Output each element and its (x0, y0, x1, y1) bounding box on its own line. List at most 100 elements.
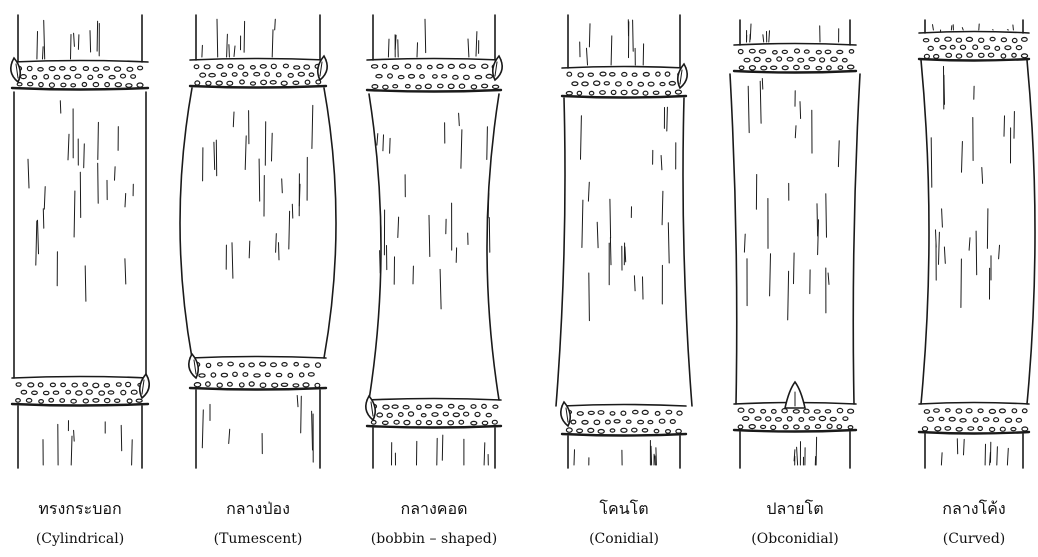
node-dot (950, 45, 955, 49)
node-dot (114, 67, 120, 71)
node-dot (260, 362, 266, 366)
node-dot (989, 409, 995, 413)
node-dot (66, 390, 71, 394)
fiber-stroke (933, 25, 934, 30)
node-dot (388, 74, 393, 78)
fiber-stroke (982, 168, 983, 184)
node-dot (804, 409, 809, 413)
node-dot (1016, 46, 1021, 50)
node-dot (990, 428, 995, 432)
node-dot (276, 373, 281, 376)
fiber-stroke (229, 45, 230, 57)
fiber-stroke (588, 182, 589, 201)
node-dot (578, 73, 583, 77)
node-dot (949, 417, 955, 421)
label-english-obconidial: (Obconidial) (751, 530, 838, 548)
node-dot (17, 83, 22, 86)
fiber-stroke (383, 135, 384, 151)
node-dot (27, 66, 32, 70)
node-dot (437, 421, 442, 425)
node-dot (76, 391, 82, 395)
node-dot (739, 66, 744, 70)
band-bottom-edge (12, 88, 148, 90)
fiber-stroke (85, 266, 86, 301)
node-dot (743, 417, 749, 421)
node-dot (643, 73, 649, 77)
fiber-stroke (259, 159, 260, 201)
node-dot (127, 67, 133, 71)
fiber-stroke (292, 204, 293, 218)
fiber-stroke (931, 138, 932, 188)
lower-stub (18, 406, 142, 468)
node-dot (211, 373, 216, 377)
node-dot (968, 427, 974, 430)
node-dot (627, 82, 632, 86)
node-dot (600, 91, 606, 95)
fiber-stroke (633, 20, 634, 51)
node-dot (16, 383, 21, 386)
node-dot (761, 410, 766, 414)
node-dot (945, 427, 951, 431)
node-dot (61, 383, 66, 387)
band-top-edge (190, 357, 326, 359)
fiber-stroke (770, 254, 771, 296)
node-dot (115, 399, 120, 402)
fiber-stroke (610, 199, 611, 238)
fiber-stroke (797, 447, 798, 465)
bamboo-stem-6 (919, 20, 1035, 468)
node-dot (677, 411, 682, 415)
node-dot (116, 383, 121, 386)
node-dot (616, 82, 622, 86)
node-dot (755, 417, 761, 420)
fiber-stroke (597, 222, 598, 247)
node-dot (249, 363, 254, 367)
node-dot (653, 91, 659, 94)
fiber-stroke (744, 234, 745, 252)
band-top-edge (919, 403, 1029, 405)
node-dot (749, 66, 755, 70)
internode-body (14, 92, 146, 378)
node-dot (493, 405, 498, 408)
node-dot (60, 399, 65, 403)
fiber-stroke (651, 446, 652, 465)
node-dot (221, 373, 227, 377)
node-dot (238, 65, 244, 69)
node-dot (469, 65, 475, 69)
node-dot (588, 73, 593, 76)
node-dot (825, 410, 830, 413)
node-dot (432, 413, 438, 417)
fiber-stroke (828, 273, 829, 284)
fiber-stroke (817, 204, 818, 236)
node-dot (449, 404, 454, 408)
node-dot (738, 408, 744, 412)
node-dot (787, 417, 792, 421)
node-dot (588, 411, 594, 414)
node-dot (131, 75, 136, 79)
fiber-stroke (589, 24, 590, 47)
internode-left-edge (556, 98, 565, 406)
node-dot (460, 64, 466, 68)
node-dot (403, 406, 409, 409)
fiber-stroke (976, 231, 977, 275)
node-dot (71, 399, 76, 403)
lower-stub (740, 432, 850, 468)
label-english-cylindrical: (Cylindrical) (36, 530, 124, 548)
node-dot (843, 417, 848, 421)
fiber-stroke (643, 277, 644, 299)
node-dot (935, 427, 941, 431)
fiber-stroke (1013, 25, 1014, 30)
node-dot (436, 405, 442, 408)
node-dot (815, 425, 820, 429)
node-dot (648, 421, 653, 424)
node-dot (471, 421, 477, 424)
node-dot (32, 391, 38, 394)
node-dot (995, 46, 1000, 50)
node-dot (49, 83, 54, 87)
node-dot (300, 373, 304, 377)
fiber-stroke (282, 179, 283, 193)
node-dot (260, 65, 266, 69)
node-dot (973, 418, 978, 422)
node-dot (49, 398, 54, 402)
node-dot (243, 373, 248, 377)
node-dot (71, 84, 76, 87)
